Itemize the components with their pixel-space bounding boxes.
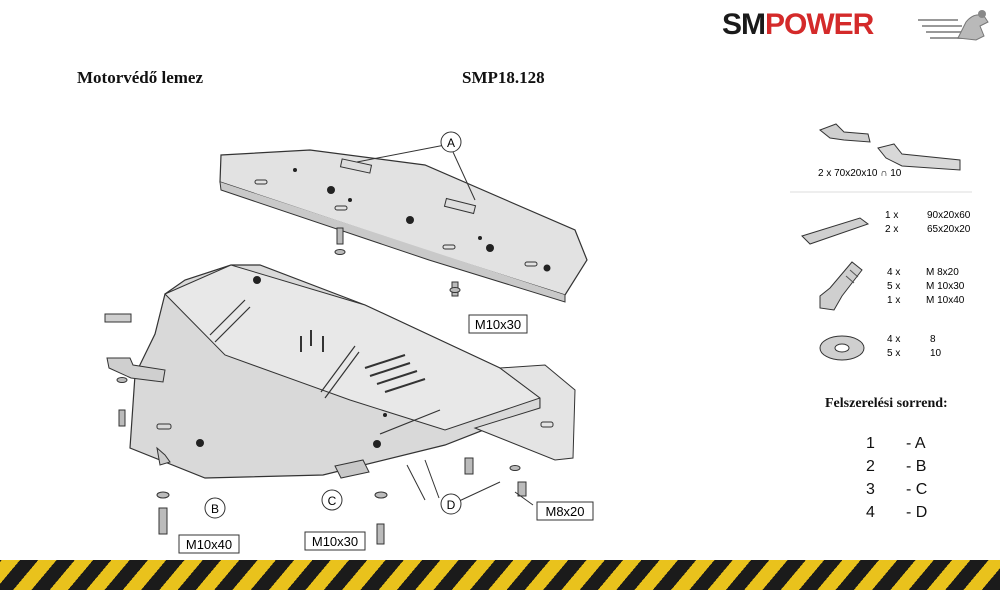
bracket-spec: 2 x 70x20x10 ∩ 10 <box>818 168 902 179</box>
bolt-label-4: M8x20 <box>536 501 594 521</box>
order-step-part: - D <box>906 504 928 521</box>
svg-text:10: 10 <box>930 348 942 359</box>
order-step: 1 - A <box>866 435 976 458</box>
bolt-label-3: M10x30 <box>304 531 366 551</box>
svg-text:4 x: 4 x <box>887 267 900 278</box>
order-step: 4 - D <box>866 504 976 527</box>
svg-text:M 10x40: M 10x40 <box>926 295 965 306</box>
svg-text:5 x: 5 x <box>887 348 900 359</box>
side-bracket <box>104 313 166 383</box>
order-step-part: - C <box>906 481 928 498</box>
product-name: Motorvédő lemez <box>77 68 204 87</box>
callout-b: B <box>204 497 226 519</box>
svg-text:2 x: 2 x <box>885 224 898 235</box>
bolt-label-1: M10x30 <box>468 314 528 334</box>
callout-c: C <box>321 489 343 511</box>
svg-text:90x20x60: 90x20x60 <box>927 210 971 221</box>
order-step: 3 - C <box>866 481 976 504</box>
svg-text:A: A <box>447 136 455 150</box>
parts-list: 2 x 70x20x10 ∩ 10 1 x 2 x 90x20x60 65x20… <box>790 123 972 361</box>
order-step: 2 - B <box>866 458 976 481</box>
assembly-diagram: A B C D M10x30 M10x40 M10x30 M8x20 <box>104 131 594 554</box>
svg-text:M10x30: M10x30 <box>312 534 358 549</box>
installation-order-title: Felszerelési sorrend: <box>825 396 948 411</box>
callout-d: D <box>440 493 462 515</box>
svg-text:5 x: 5 x <box>887 281 900 292</box>
brand-wordmark: SMPOWER <box>722 8 874 42</box>
bolt-parts: 4 x 5 x 1 x M 8x20 M 10x30 M 10x40 <box>819 261 965 311</box>
svg-text:8: 8 <box>930 334 936 345</box>
order-step-number: 3 <box>866 481 875 498</box>
svg-text:B: B <box>211 502 219 516</box>
svg-text:C: C <box>328 494 337 508</box>
fasteners <box>116 227 527 545</box>
svg-text:65x20x20: 65x20x20 <box>927 224 971 235</box>
order-step-number: 4 <box>866 504 875 521</box>
motorbike-icon <box>918 10 989 41</box>
svg-text:D: D <box>447 498 456 512</box>
hazard-stripe-footer <box>0 560 1000 590</box>
callout-a: A <box>440 131 462 153</box>
brand-sm: SM <box>722 8 766 41</box>
bolt-label-2: M10x40 <box>178 534 240 554</box>
svg-text:M10x40: M10x40 <box>186 537 232 552</box>
order-step-number: 2 <box>866 458 875 475</box>
plate-parts: 1 x 2 x 90x20x60 65x20x20 <box>801 210 971 245</box>
upper-plate <box>219 149 588 303</box>
bracket-parts: 2 x 70x20x10 ∩ 10 <box>818 123 961 179</box>
svg-text:M10x30: M10x30 <box>475 317 521 332</box>
product-code: SMP18.128 <box>462 68 545 87</box>
order-step-part: - A <box>906 435 926 452</box>
leader-lines <box>356 144 534 506</box>
svg-text:M 8x20: M 8x20 <box>926 267 959 278</box>
order-step-part: - B <box>906 458 927 475</box>
svg-text:M8x20: M8x20 <box>545 504 584 519</box>
brand-logo: SMPOWER <box>722 6 992 46</box>
brand-power: POWER <box>765 8 874 41</box>
washer-parts: 4 x 5 x 8 10 <box>819 334 942 361</box>
svg-text:4 x: 4 x <box>887 334 900 345</box>
installation-order-list: 1 - A 2 - B 3 - C 4 - D <box>866 435 976 527</box>
svg-text:1 x: 1 x <box>885 210 898 221</box>
order-step-number: 1 <box>866 435 875 452</box>
svg-text:M 10x30: M 10x30 <box>926 281 965 292</box>
lower-plate <box>129 264 576 479</box>
svg-text:1 x: 1 x <box>887 295 900 306</box>
